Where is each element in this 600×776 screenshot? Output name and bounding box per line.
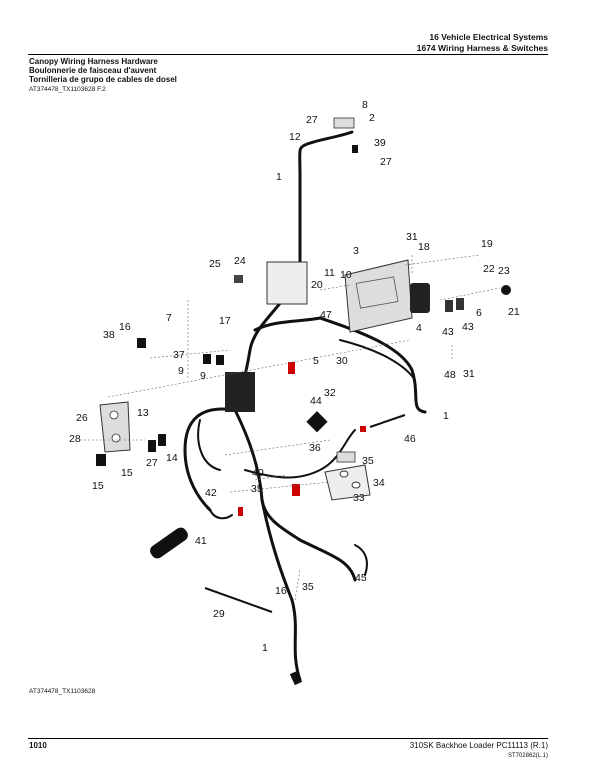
plug-21 bbox=[501, 285, 511, 295]
callout-15-right: 15 bbox=[121, 467, 133, 479]
callout-15-left: 15 bbox=[92, 480, 104, 492]
callout-17: 17 bbox=[219, 315, 231, 327]
callout-41: 41 bbox=[195, 535, 207, 547]
callout-20: 20 bbox=[311, 279, 323, 291]
callout-2: 2 bbox=[369, 112, 375, 124]
title-english: Canopy Wiring Harness Hardware bbox=[29, 57, 158, 66]
switch-4 bbox=[410, 283, 430, 313]
callout-23: 23 bbox=[498, 265, 510, 277]
callout-48: 48 bbox=[444, 369, 456, 381]
callout-43-left: 43 bbox=[442, 326, 454, 338]
callout-45: 45 bbox=[355, 572, 367, 584]
title-french: Boulonnerie de faisceau d'auvent bbox=[29, 66, 157, 75]
harness-upper-wire bbox=[298, 130, 354, 180]
callout-34: 34 bbox=[373, 477, 385, 489]
callout-32: 32 bbox=[324, 387, 336, 399]
callout-8: 8 bbox=[362, 99, 368, 111]
figure-title: Canopy Wiring Harness Hardware Boulonner… bbox=[29, 57, 177, 84]
callout-46: 46 bbox=[404, 433, 416, 445]
callout-35-mid: 35 bbox=[251, 483, 263, 495]
connector-block bbox=[225, 372, 255, 412]
callout-35-bottom: 35 bbox=[302, 581, 314, 593]
callout-11: 11 bbox=[324, 267, 335, 279]
callout-19: 19 bbox=[481, 238, 493, 250]
callout-47: 47 bbox=[320, 309, 332, 321]
title-spanish: Tornilleria de grupo de cables de dosel bbox=[29, 75, 177, 84]
callout-1-top: 1 bbox=[276, 171, 282, 183]
callout-28: 28 bbox=[69, 433, 81, 445]
callout-10: 10 bbox=[340, 269, 352, 281]
callout-5: 5 bbox=[313, 355, 319, 367]
callout-27-top: 27 bbox=[306, 114, 318, 126]
callout-49: 49 bbox=[150, 545, 162, 557]
header-rule bbox=[28, 54, 548, 55]
callout-39: 39 bbox=[374, 137, 386, 149]
footer-rule bbox=[28, 738, 548, 739]
connector-15 bbox=[96, 454, 106, 466]
callout-4: 4 bbox=[416, 322, 422, 334]
group-header: 1674 Wiring Harness & Switches bbox=[416, 43, 548, 53]
callout-16-bottom: 16 bbox=[275, 585, 287, 597]
page-number: 1010 bbox=[29, 741, 47, 750]
relay-bracket bbox=[266, 261, 308, 305]
callout-9-right: 9 bbox=[200, 370, 206, 382]
callout-25: 25 bbox=[209, 258, 221, 270]
fuse-panel-bracket bbox=[344, 259, 413, 333]
callout-1-bottom: 1 bbox=[262, 642, 268, 654]
module-44 bbox=[306, 411, 328, 433]
callout-24: 24 bbox=[234, 255, 246, 267]
callout-27-left: 27 bbox=[146, 457, 158, 469]
callout-1-right: 1 bbox=[443, 410, 449, 422]
document-code: ST702862(L.1) bbox=[507, 753, 548, 759]
figure-reference-bottom: AT374478_TX1103628 bbox=[29, 688, 96, 695]
callout-27-right: 27 bbox=[380, 156, 392, 168]
callout-22: 22 bbox=[483, 263, 495, 275]
model-info: 310SK Backhoe Loader PC11113 (R.1) bbox=[409, 741, 548, 750]
callout-14: 14 bbox=[166, 452, 178, 464]
callout-7: 7 bbox=[166, 312, 172, 324]
figure-reference-top: AT374478_TX1103628 F.2 bbox=[29, 86, 106, 93]
callout-31-right: 31 bbox=[463, 368, 475, 380]
callout-18: 18 bbox=[418, 241, 430, 253]
callout-33: 33 bbox=[353, 492, 365, 504]
callout-21: 21 bbox=[508, 306, 520, 318]
callout-31-top: 31 bbox=[406, 231, 418, 243]
callout-43-right: 43 bbox=[462, 321, 474, 333]
callout-42: 42 bbox=[205, 487, 217, 499]
plate-13 bbox=[99, 401, 131, 453]
callout-36: 36 bbox=[309, 442, 321, 454]
callout-12: 12 bbox=[289, 131, 301, 143]
callout-38: 38 bbox=[103, 329, 115, 341]
callout-40: 40 bbox=[252, 467, 264, 479]
callout-13: 13 bbox=[137, 407, 149, 419]
callout-6: 6 bbox=[476, 307, 482, 319]
gasket-33 bbox=[324, 464, 371, 501]
callout-26: 26 bbox=[76, 412, 88, 424]
callout-29: 29 bbox=[213, 608, 225, 620]
callout-44: 44 bbox=[310, 395, 322, 407]
callout-37: 37 bbox=[173, 349, 185, 361]
grip-49 bbox=[150, 527, 188, 559]
section-header: 16 Vehicle Electrical Systems bbox=[429, 32, 548, 42]
callout-30: 30 bbox=[336, 355, 348, 367]
callout-35-right: 35 bbox=[362, 455, 374, 467]
callout-3: 3 bbox=[353, 245, 359, 257]
callout-16-left: 16 bbox=[119, 321, 131, 333]
callout-9-left: 9 bbox=[178, 365, 184, 377]
